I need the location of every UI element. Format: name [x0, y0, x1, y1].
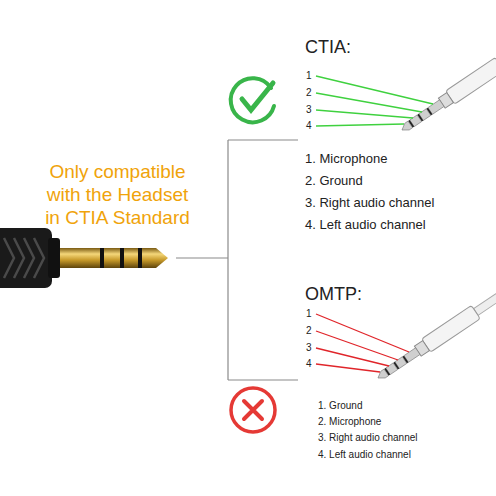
pin-number: 1: [306, 70, 312, 82]
check-mark: [231, 78, 274, 122]
pin-function: 3. Right audio channel: [305, 195, 434, 211]
cross-mark: [231, 388, 275, 432]
small-plug: [374, 277, 496, 384]
pin-function: 3. Right audio channel: [318, 432, 418, 444]
small-plug: [398, 29, 496, 136]
pin-number: 4: [306, 358, 312, 370]
pin-function: 4. Left audio channel: [318, 449, 411, 461]
pin-function: 2. Microphone: [318, 416, 381, 428]
pin-number: 3: [306, 104, 312, 116]
pin-number: 1: [306, 308, 312, 320]
leader-lines: [316, 76, 433, 126]
pin-number: 2: [306, 325, 312, 337]
compatibility-note: Only compatible with the Headset in CTIA…: [40, 160, 195, 229]
jack-plug: [0, 228, 168, 288]
leader-lines: [316, 314, 409, 372]
pin-function: 4. Left audio channel: [305, 217, 426, 233]
pin-number: 4: [306, 120, 312, 132]
bracket: [176, 140, 298, 380]
pin-number: 2: [306, 87, 312, 99]
pin-function: 1. Ground: [318, 400, 362, 412]
standard-heading: CTIA:: [305, 36, 351, 58]
pin-function: 1. Microphone: [305, 151, 387, 167]
standard-heading: OMTP:: [305, 283, 362, 305]
pin-function: 2. Ground: [305, 173, 363, 189]
pin-number: 3: [306, 342, 312, 354]
